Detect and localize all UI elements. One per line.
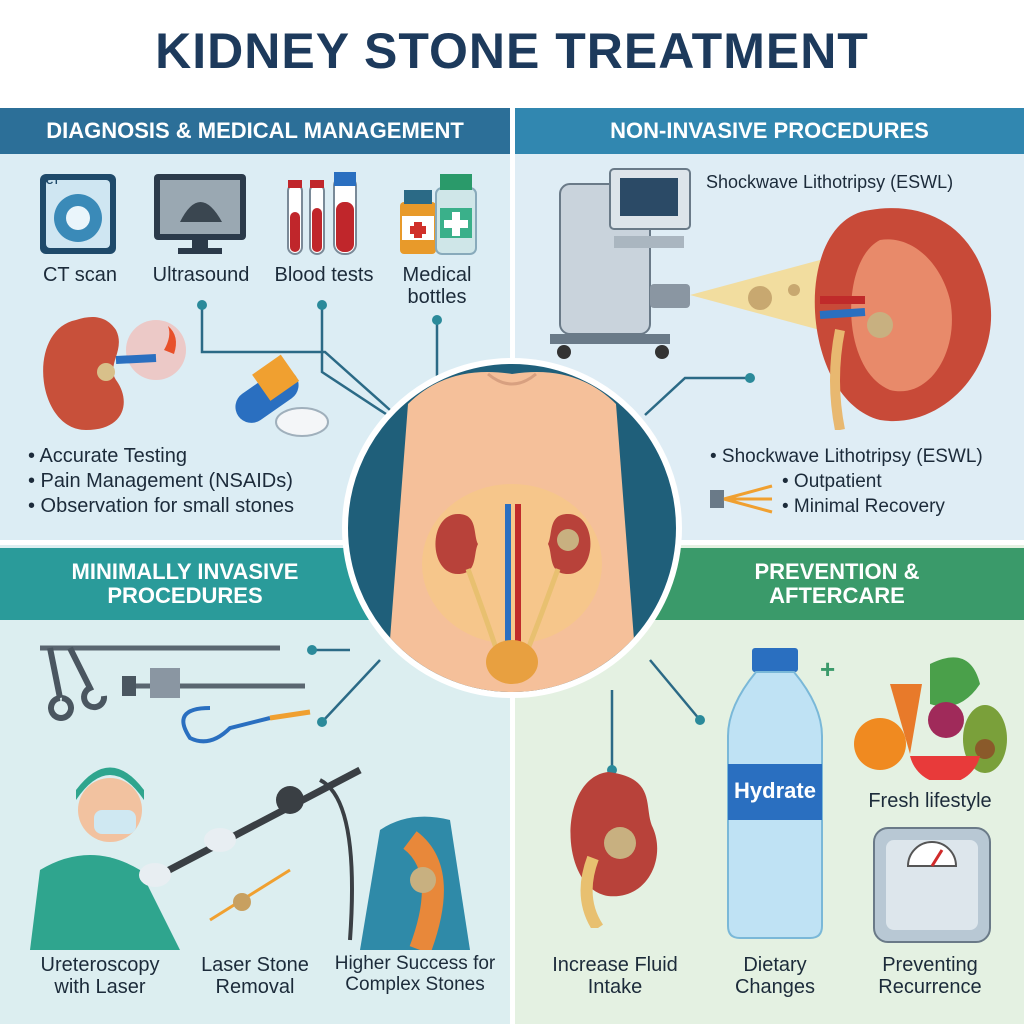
surgical-instruments-icon xyxy=(40,645,311,744)
non-invasive-bullets: • Shockwave Lithotripsy (ESWL) • Outpati… xyxy=(710,444,983,519)
fresh-food-icon xyxy=(854,657,1007,780)
dietary-changes-label: Dietary Changes xyxy=(734,954,816,998)
preventing-recurrence-label: Preventing Recurrence xyxy=(878,954,982,998)
diagnosis-header: DIAGNOSIS & MEDICAL MANAGEMENT xyxy=(0,108,510,154)
complex-stones-label: Higher Success for Complex Stones xyxy=(334,953,496,995)
kidney-pain-and-pills-illustration xyxy=(43,317,329,437)
page-title: KIDNEY STONE TREATMENT xyxy=(155,23,869,79)
fluid-intake-label: Increase Fluid Intake xyxy=(552,954,678,998)
kidney-fluid-icon xyxy=(570,772,658,928)
lithotripsy-machine-icon xyxy=(550,168,691,359)
blood-tests-label: Blood tests xyxy=(274,264,374,286)
medical-bottles-icon xyxy=(400,174,477,255)
laser-removal-label: Laser Stone Removal xyxy=(201,954,309,998)
bullet-item: • Minimal Recovery xyxy=(782,496,945,517)
prevention-header: PREVENTION & AFTERCARE xyxy=(650,548,1024,620)
water-bottle-icon xyxy=(727,648,823,939)
minimally-invasive-header: MINIMALLY INVASIVE PROCEDURES xyxy=(0,548,370,620)
ct-scan-icon xyxy=(40,174,116,254)
bullet-item: • Observation for small stones xyxy=(28,495,294,517)
hydrate-label: Hydrate xyxy=(734,778,816,803)
medical-bottles-label: Medical bottles xyxy=(402,264,472,308)
blood-tests-icon xyxy=(287,172,357,255)
bullet-item: • Accurate Testing xyxy=(28,445,187,467)
bullet-item: • Outpatient xyxy=(782,471,882,492)
plus-icon: + xyxy=(820,654,836,684)
ct-scan-label: CT scan xyxy=(42,264,118,286)
surgeon-ureteroscopy-illustration xyxy=(30,766,470,950)
kidney-shockwave-illustration xyxy=(690,208,992,430)
eswl-caption: Shockwave Lithotripsy (ESWL) xyxy=(706,172,954,192)
non-invasive-header: NON-INVASIVE PROCEDURES xyxy=(515,108,1024,154)
fresh-lifestyle-label: Fresh lifestyle xyxy=(868,790,992,812)
bullet-item: • Shockwave Lithotripsy (ESWL) xyxy=(710,446,983,467)
shockwave-small-icon xyxy=(710,484,773,514)
ultrasound-icon xyxy=(154,174,246,254)
ultrasound-label: Ultrasound xyxy=(152,264,250,286)
body-anatomy-circle xyxy=(342,358,682,698)
diagnosis-bullets: • Accurate Testing • Pain Management (NS… xyxy=(28,444,294,519)
torso-urinary-system-illustration xyxy=(386,372,638,692)
bullet-item: • Pain Management (NSAIDs) xyxy=(28,470,293,492)
ureteroscopy-label: Ureteroscopy with Laser xyxy=(40,954,160,998)
ct-badge: CT xyxy=(46,176,60,187)
weight-scale-icon xyxy=(873,827,991,943)
